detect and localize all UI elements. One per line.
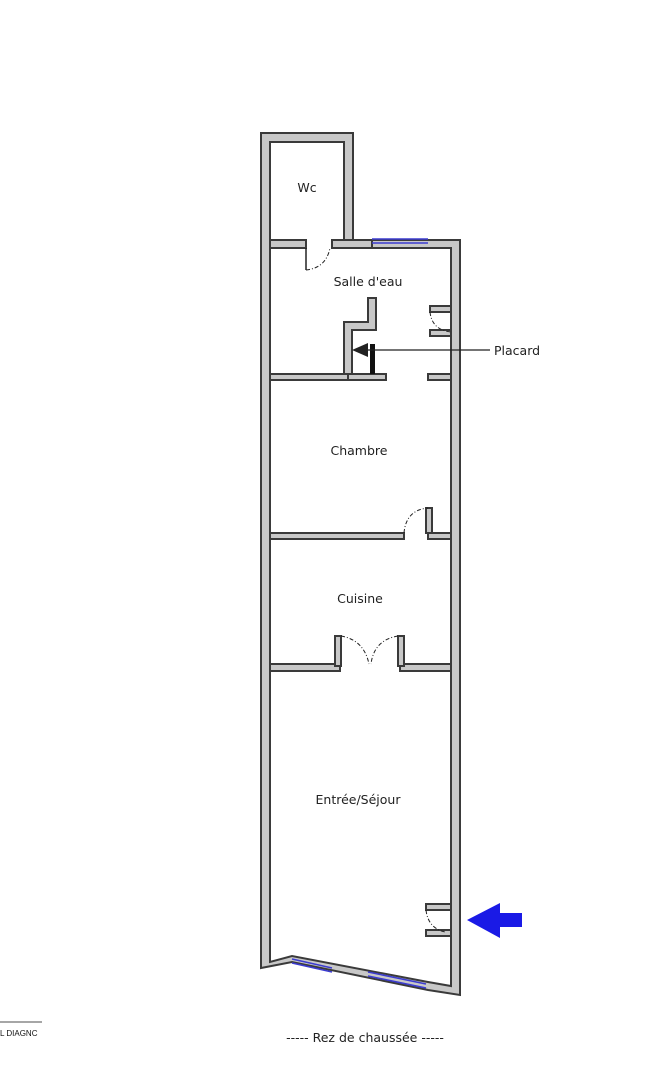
room-label-cuisine: Cuisine	[337, 591, 383, 606]
floor-caption: ----- Rez de chaussée -----	[286, 1030, 444, 1045]
interior-walls	[269, 239, 452, 937]
room-label-chambre: Chambre	[331, 443, 388, 458]
doors	[305, 247, 452, 933]
room-label-entree-sejour: Entrée/Séjour	[316, 792, 402, 807]
room-label-wc: Wc	[297, 180, 316, 195]
placard-callout: Placard	[352, 343, 540, 358]
placard-arrowhead	[352, 343, 368, 357]
footer-text: L DIAGNC	[0, 1029, 38, 1038]
windows	[291, 238, 428, 989]
outer-walls	[260, 132, 461, 997]
placard-label: Placard	[494, 343, 540, 358]
arrow-left-icon	[467, 903, 522, 938]
room-label-salle-deau: Salle d'eau	[334, 274, 403, 289]
